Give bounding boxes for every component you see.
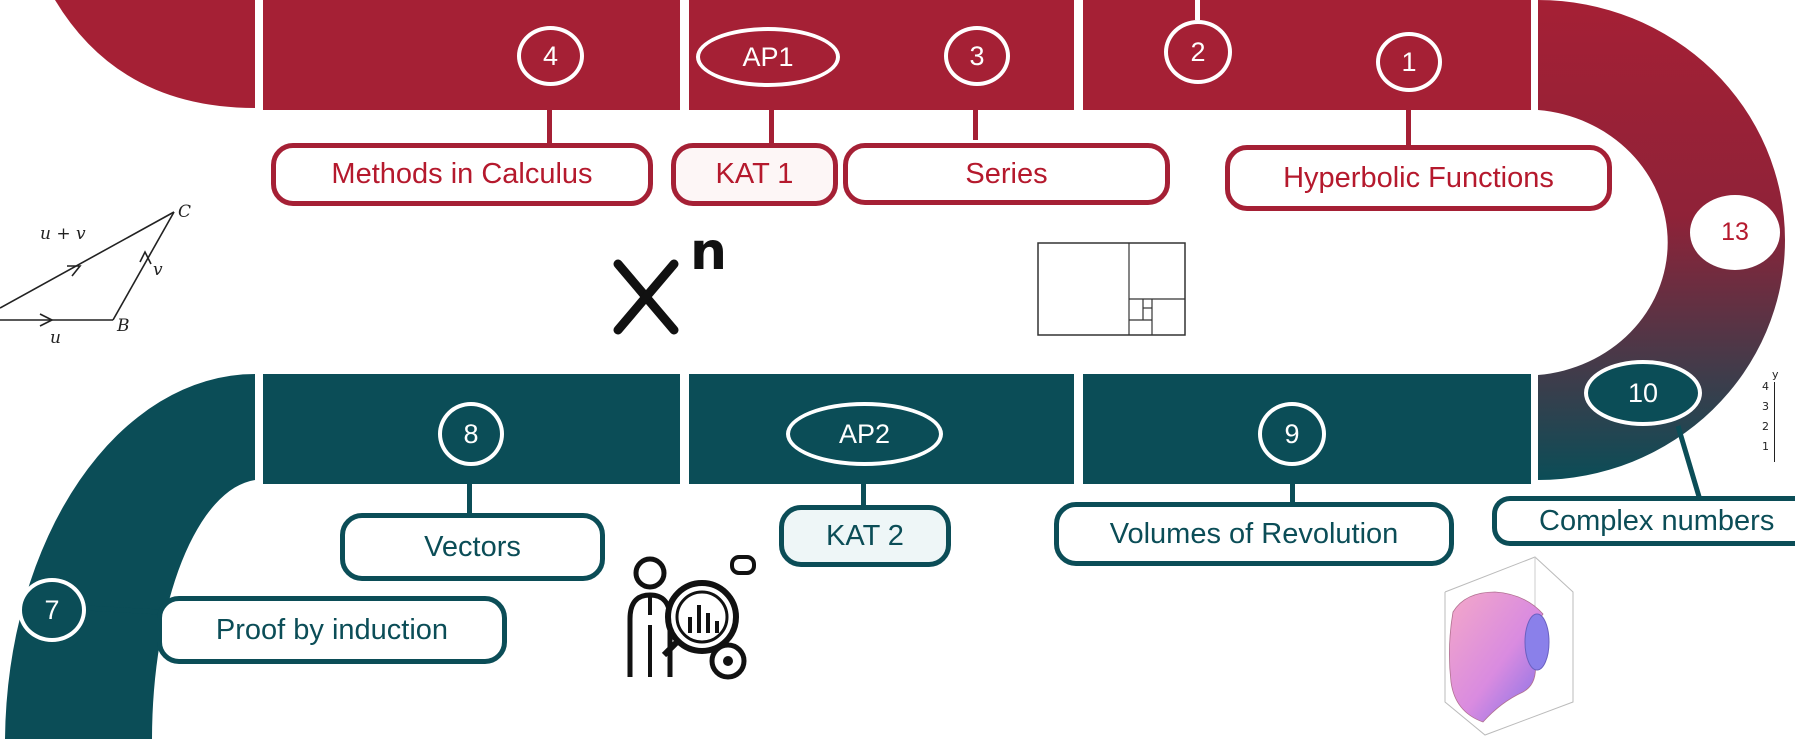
- node-1: 1: [1376, 32, 1442, 92]
- vector-label-b: B: [117, 316, 130, 336]
- axis-fragment-illustration: y 4 3 2 1: [1760, 368, 1795, 468]
- road-segment-top-1: [263, 0, 680, 110]
- stem-node-2: [1195, 0, 1200, 20]
- stem-node-ap2: [861, 466, 866, 506]
- vector-label-sum: u + v: [40, 224, 86, 244]
- node-7: 7: [18, 578, 86, 642]
- stem-node-10: [1675, 425, 1703, 501]
- analyst-chart-icon: [627, 555, 756, 680]
- topic-kat-2: KAT 2: [779, 505, 951, 567]
- node-4: 4: [517, 26, 584, 86]
- stem-node-ap1: [769, 82, 774, 146]
- stem-node-7: [85, 605, 161, 615]
- topic-series: Series: [843, 143, 1170, 205]
- vector-triangle-illustration: u + v C v B u: [0, 200, 200, 370]
- node-13: 13: [1690, 195, 1780, 270]
- stem-node-4: [547, 78, 552, 148]
- power-x-svg: [613, 259, 679, 335]
- topic-vectors: Vectors: [340, 513, 605, 581]
- vector-label-c: C: [178, 202, 192, 222]
- road-bend-right: [1538, 0, 1785, 480]
- topic-complex-numbers: Complex numbers: [1492, 496, 1795, 546]
- axis-tick-4: 4: [1762, 380, 1769, 393]
- road-curve-top-left: [55, 0, 255, 108]
- hyperboloid-surface-plot: [1444, 556, 1574, 736]
- axis-tick-2: 2: [1762, 420, 1769, 433]
- road-segment-top-3: [1083, 0, 1531, 110]
- topic-methods-in-calculus: Methods in Calculus: [271, 143, 653, 206]
- node-10: 10: [1584, 360, 1702, 426]
- power-exponent: n: [690, 222, 728, 282]
- stem-node-1: [1406, 82, 1411, 150]
- stem-node-9: [1290, 466, 1295, 504]
- topic-proof-by-induction: Proof by induction: [157, 596, 507, 664]
- vector-label-v: v: [153, 260, 163, 280]
- node-9: 9: [1258, 402, 1326, 466]
- road-bend-left: [5, 374, 255, 739]
- node-8: 8: [438, 402, 504, 466]
- stem-node-8: [467, 466, 472, 516]
- axis-tick-3: 3: [1762, 400, 1769, 413]
- axis-line: [1774, 382, 1775, 462]
- power-symbol-illustration: n: [610, 222, 730, 340]
- fibonacci-squares-icon: [1037, 242, 1186, 336]
- topic-volumes-of-revolution: Volumes of Revolution: [1054, 502, 1454, 566]
- topic-hyperbolic-functions: Hyperbolic Functions: [1225, 145, 1612, 211]
- node-3: 3: [944, 26, 1010, 86]
- axis-y-label: y: [1772, 368, 1779, 381]
- vector-label-u: u: [50, 328, 61, 348]
- axis-tick-1: 1: [1762, 440, 1769, 453]
- node-2: 2: [1164, 20, 1232, 84]
- node-ap1: AP1: [696, 27, 840, 87]
- stem-node-3: [973, 78, 978, 140]
- topic-kat-1: KAT 1: [671, 143, 838, 206]
- node-ap2: AP2: [786, 402, 943, 466]
- vector-triangle-svg: [0, 211, 175, 327]
